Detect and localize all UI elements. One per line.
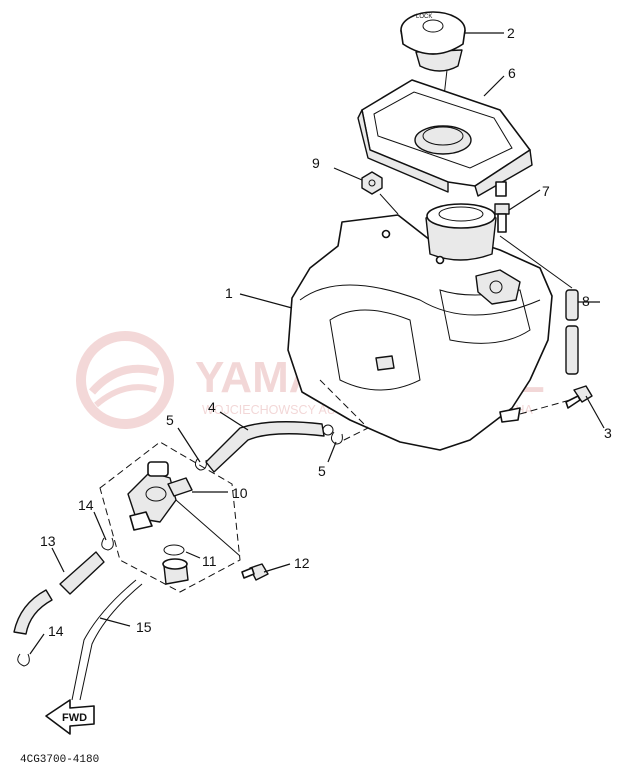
hose-boundary <box>319 379 369 443</box>
part-1-fuel-tank <box>287 203 553 451</box>
callout-5-lower: 5 <box>318 463 326 479</box>
callout-13: 13 <box>40 533 56 549</box>
callout-9: 9 <box>312 155 320 171</box>
part-6-tank-cover <box>357 79 533 197</box>
part-8-vent-hose <box>565 289 579 375</box>
part-12-drain-screw <box>241 563 269 581</box>
callout-8: 8 <box>582 293 590 309</box>
part-10-fuel-cock <box>127 461 193 531</box>
svg-text:LOCK: LOCK <box>416 14 432 20</box>
callout-5-upper: 5 <box>166 412 174 428</box>
callout-4: 4 <box>208 399 216 415</box>
callout-1: 1 <box>225 285 233 301</box>
drawing-code: 4CG3700-4180 <box>20 754 99 766</box>
part-11-filter <box>162 544 189 585</box>
callout-12: 12 <box>294 555 310 571</box>
part-13-hose <box>13 551 105 635</box>
callout-7: 7 <box>542 183 550 199</box>
part-14-clip-upper <box>101 537 114 551</box>
callout-6: 6 <box>508 65 516 81</box>
part-7-fitting <box>494 203 510 233</box>
fuel-cock-boundary <box>99 441 241 593</box>
part-15-breather-hose <box>71 579 143 701</box>
drain-guide-line <box>175 499 241 557</box>
bolt-guide-line <box>519 399 571 415</box>
callout-14-upper: 14 <box>78 497 94 513</box>
callout-14-lower: 14 <box>48 623 64 639</box>
part-5-clip-lower <box>330 431 343 445</box>
part-14-clip-lower <box>17 653 30 667</box>
callout-2: 2 <box>507 25 515 41</box>
callout-15: 15 <box>136 619 152 635</box>
callout-labels: 2 6 9 7 1 8 3 4 5 5 10 14 13 11 12 14 15 <box>40 25 612 639</box>
callout-3: 3 <box>604 425 612 441</box>
fwd-label: FWD <box>62 712 87 724</box>
nut-guide-line <box>379 193 399 215</box>
part-3-bolt <box>565 385 593 409</box>
callout-11: 11 <box>202 553 217 569</box>
callout-10: 10 <box>232 485 248 501</box>
part-4-fuel-hose <box>205 421 334 473</box>
leader-lines <box>29 32 605 655</box>
part-2-fuel-cap: LOCK <box>400 11 466 72</box>
watermark-logo-icon <box>76 331 174 429</box>
fwd-arrow-icon: FWD <box>45 699 95 735</box>
part-9-nut <box>361 171 383 195</box>
tank-to-hose-guide-line <box>499 235 573 289</box>
